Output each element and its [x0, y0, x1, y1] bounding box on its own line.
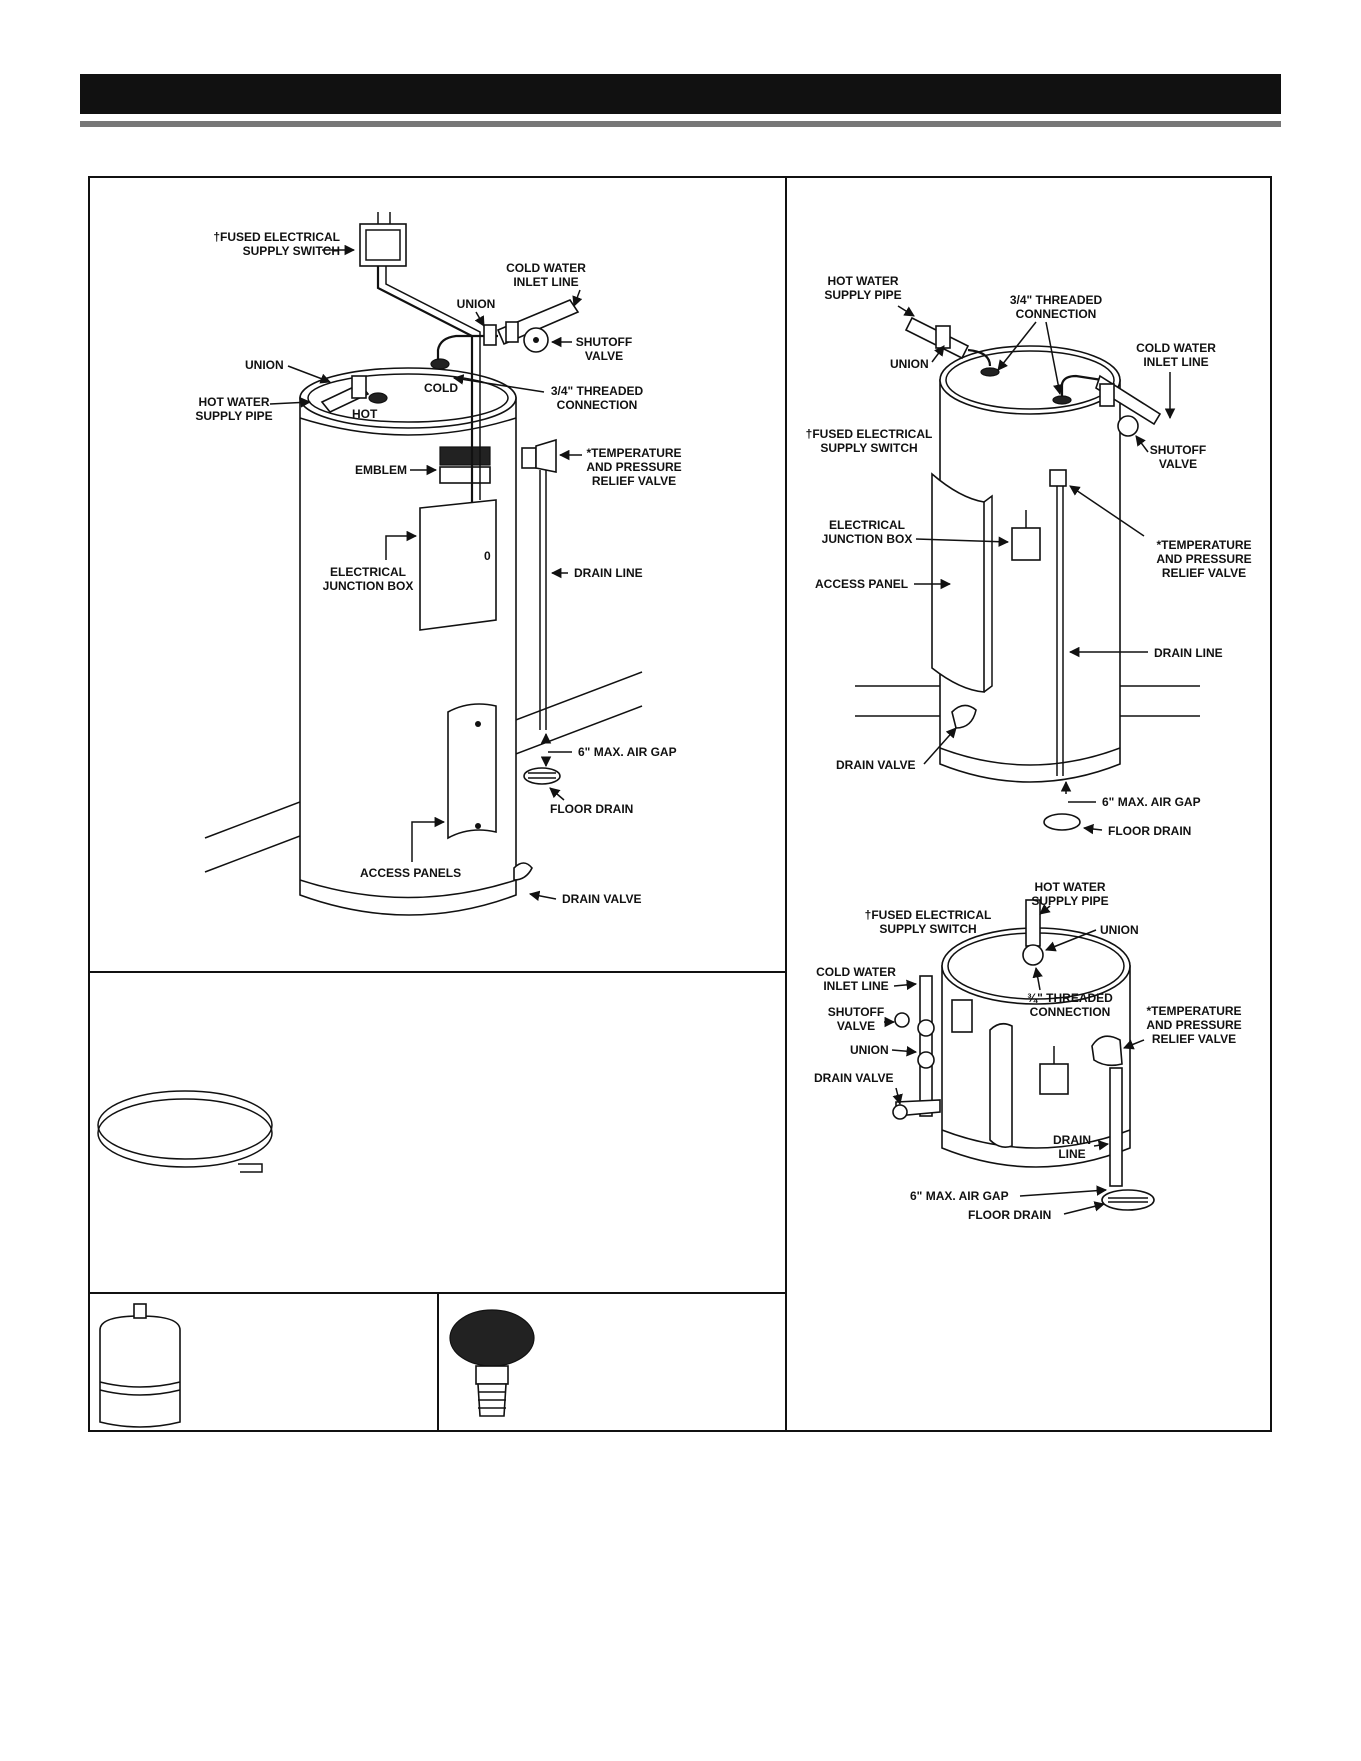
fig3-shutoff-label-1: SHUTOFF: [828, 1005, 884, 1019]
fig2-floor-drain-label: FLOOR DRAIN: [1108, 824, 1191, 838]
fig2-labels: HOT WATER SUPPLY PIPE 3/4" THREADED CONN…: [806, 274, 1252, 838]
fig2-threaded-label-2: CONNECTION: [1016, 307, 1097, 321]
fig1-fused-switch-label-1: †FUSED ELECTRICAL: [213, 230, 340, 244]
fig3-labels: HOT WATER SUPPLY PIPE †FUSED ELECTRICAL …: [814, 880, 1242, 1222]
fig1-shutoff-label-1: SHUTOFF: [576, 335, 632, 349]
fig1-tp-valve-label-1: *TEMPERATURE: [586, 446, 681, 460]
fig3-union-top-label: UNION: [1100, 923, 1139, 937]
frame-divider-vertical: [785, 176, 787, 1432]
frame-divider-h1: [88, 971, 786, 973]
fig2-shutoff-label-2: VALVE: [1159, 457, 1197, 471]
frame-divider-v2: [437, 1292, 439, 1432]
fig3-tp-valve-label-3: RELIEF VALVE: [1152, 1032, 1236, 1046]
fig3-drain-valve-label: DRAIN VALVE: [814, 1071, 894, 1085]
fig2-cold-inlet-label-2: INLET LINE: [1143, 355, 1208, 369]
fig1-junction-label-1: ELECTRICAL: [330, 565, 406, 579]
fig2-junction-label-2: JUNCTION BOX: [822, 532, 913, 546]
fig2-threaded-label-1: 3/4" THREADED: [1010, 293, 1103, 307]
fig1-tp-valve-label-3: RELIEF VALVE: [592, 474, 676, 488]
fig1-cold-inlet-label-2: INLET LINE: [513, 275, 578, 289]
header-rule: [80, 121, 1281, 127]
fig2-tp-valve-label-2: AND PRESSURE: [1156, 552, 1251, 566]
fig3-floor-drain-label: FLOOR DRAIN: [968, 1208, 1051, 1222]
fig3-drain-line-label-1: DRAIN: [1053, 1133, 1091, 1147]
fig1-drain-line-label: DRAIN LINE: [574, 566, 643, 580]
fig1-hot-mark: HOT: [352, 407, 378, 421]
fig3-drain-line-label-2: LINE: [1058, 1147, 1085, 1161]
fig2-tp-valve-label-1: *TEMPERATURE: [1156, 538, 1251, 552]
fig3-hot-supply-label-2: SUPPLY PIPE: [1031, 894, 1108, 908]
fig3-threaded-label-1: ¾" THREADED: [1027, 991, 1113, 1005]
fig2-fused-switch-label-1: †FUSED ELECTRICAL: [806, 427, 933, 441]
strap-kit-drawing: [97, 1090, 273, 1173]
fig1-threaded-label-2: CONNECTION: [557, 398, 638, 412]
fig3-cold-inlet-label-2: INLET LINE: [823, 979, 888, 993]
fig1-fused-switch-label-2: SUPPLY SWITCH: [243, 244, 340, 258]
fig2-drain-valve-label: DRAIN VALVE: [836, 758, 916, 772]
fig3-air-gap-label: 6" MAX. AIR GAP: [910, 1189, 1009, 1203]
fig3-cold-inlet-label-1: COLD WATER: [816, 965, 896, 979]
fig2-shutoff-label-1: SHUTOFF: [1150, 443, 1206, 457]
fig1-threaded-label-1: 3/4" THREADED: [551, 384, 644, 398]
figure-frame: [88, 176, 1272, 1432]
fig2-hot-supply-label-2: SUPPLY PIPE: [824, 288, 901, 302]
fig2-access-panel-label: ACCESS PANEL: [815, 577, 908, 591]
fig1-tp-valve-label-2: AND PRESSURE: [586, 460, 681, 474]
fig3-tp-valve-label-1: *TEMPERATURE: [1146, 1004, 1241, 1018]
fig1-cold-inlet-label-1: COLD WATER: [506, 261, 586, 275]
fig1-hot-supply-label-1: HOT WATER: [198, 395, 269, 409]
fig1-drain-valve-label: DRAIN VALVE: [562, 892, 642, 906]
fig3-union-label: UNION: [850, 1043, 889, 1057]
fig2-fused-switch-label-2: SUPPLY SWITCH: [820, 441, 917, 455]
fig3-threaded-label-2: CONNECTION: [1030, 1005, 1111, 1019]
fig3-fused-switch-label-2: SUPPLY SWITCH: [879, 922, 976, 936]
vacuum-relief-valve-drawing: [449, 1309, 535, 1417]
fig1-air-gap-label: 6" MAX. AIR GAP: [578, 745, 677, 759]
fig1-labels: †FUSED ELECTRICAL SUPPLY SWITCH COLD WAT…: [195, 230, 681, 906]
fig2-drain-line-label: DRAIN LINE: [1154, 646, 1223, 660]
header-bar: [80, 74, 1281, 114]
fig2-air-gap-label: 6" MAX. AIR GAP: [1102, 795, 1201, 809]
fig3-tp-valve-label-2: AND PRESSURE: [1146, 1018, 1241, 1032]
expansion-tank-drawing: [99, 1303, 181, 1428]
fig1-cold-mark: COLD: [424, 381, 458, 395]
fig1-switch-mark: 0: [484, 549, 491, 563]
fig1-hot-supply-label-2: SUPPLY PIPE: [195, 409, 272, 423]
fig3-fused-switch-label-1: †FUSED ELECTRICAL: [865, 908, 992, 922]
fig3-heater: [892, 899, 1155, 1211]
fig2-heater: [855, 316, 1200, 831]
fig1-access-panels-label: ACCESS PANELS: [360, 866, 461, 880]
fig2-tp-valve-label-3: RELIEF VALVE: [1162, 566, 1246, 580]
fig1-floor-drain-label: FLOOR DRAIN: [550, 802, 633, 816]
fig3-shutoff-label-2: VALVE: [837, 1019, 875, 1033]
fig2-cold-inlet-label-1: COLD WATER: [1136, 341, 1216, 355]
fig1-union-top-label: UNION: [457, 297, 496, 311]
fig1-junction-label-2: JUNCTION BOX: [323, 579, 414, 593]
fig1-emblem-label: EMBLEM: [355, 463, 407, 477]
fig1-heater: 0: [204, 212, 643, 916]
fig2-junction-label-1: ELECTRICAL: [829, 518, 905, 532]
fig2-hot-supply-label-1: HOT WATER: [827, 274, 898, 288]
fig1-shutoff-label-2: VALVE: [585, 349, 623, 363]
fig1-union-left-label: UNION: [245, 358, 284, 372]
fig2-union-label: UNION: [890, 357, 929, 371]
fig3-hot-supply-label-1: HOT WATER: [1034, 880, 1105, 894]
